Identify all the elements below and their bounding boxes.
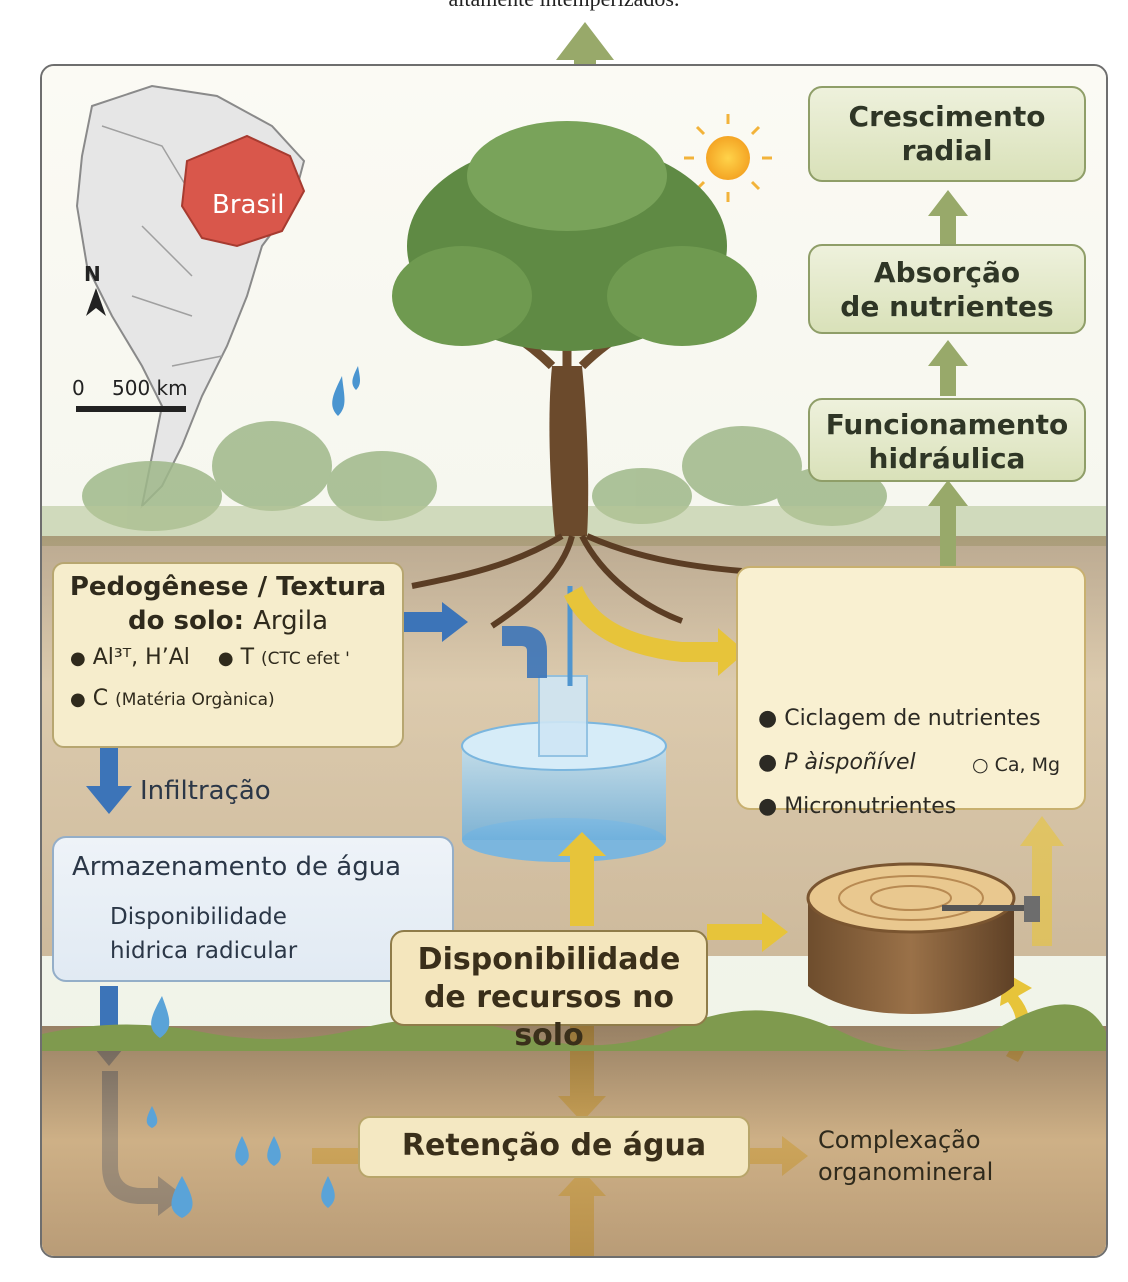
- nutrient-absorption-box: Absorção de nutrientes: [808, 244, 1086, 334]
- nutrient-item-4: ● Micronutrientes: [758, 794, 956, 819]
- item-c: C: [93, 686, 108, 711]
- pedogenesis-title-line-1: Pedogênese / Textura: [54, 570, 402, 604]
- pedogenesis-title-normal: Argila: [253, 606, 328, 636]
- diagram-panel: Brasil N 0 500 km Crescimento radial Abs…: [40, 64, 1108, 1258]
- nutrient-item-3-text: Ca, Mg: [995, 754, 1060, 776]
- nutrient-item-2: ● P àispoñível: [758, 750, 916, 775]
- water-retention-box: Retenção de água: [358, 1116, 750, 1178]
- nutrient-item-2-text: P àispoñível: [784, 750, 915, 775]
- nutrient-cycling-box: ● Ciclagem de nutrientes ● P àispoñível …: [736, 566, 1086, 810]
- complexation-line-1: Complexação: [818, 1126, 981, 1154]
- water-storage-title: Armazenamento de água: [72, 852, 401, 882]
- nutrient-item-3: ○ Ca, Mg: [972, 754, 1060, 776]
- north-label: N: [84, 262, 101, 286]
- tree-stump-illustration: [808, 864, 1040, 1014]
- infiltration-label: Infiltração: [140, 776, 271, 806]
- item-al: Al³ᵀ, H’Al: [93, 645, 190, 670]
- pedogenesis-box: Pedogênese / Textura do solo: Argila ● A…: [52, 562, 404, 748]
- nutrient-item-4-text: Micronutrientes: [784, 794, 956, 819]
- item-c-note: (Matéria Orgànica): [115, 690, 275, 710]
- complexation-line-2: organomineral: [818, 1158, 993, 1186]
- soil-resources-box: Disponibilidade de recursos no solo: [390, 930, 708, 1026]
- scale-zero-label: 0: [72, 376, 85, 400]
- pedogenesis-title-line-2: do solo: Argila: [54, 604, 402, 638]
- radial-growth-box: Crescimento radial: [808, 86, 1086, 182]
- item-t-note: (CTC efet ': [261, 649, 350, 669]
- scale-distance-label: 500 km: [112, 376, 188, 400]
- nutrient-absorption-line-2: de nutrientes: [810, 290, 1084, 324]
- soil-resources-line-1: Disponibilidade: [392, 941, 706, 979]
- scale-bar: [76, 406, 186, 412]
- radial-growth-line-2: radial: [810, 134, 1084, 168]
- item-t: T: [241, 645, 254, 670]
- radial-growth-line-1: Crescimento: [810, 100, 1084, 134]
- brasil-label: Brasil: [212, 190, 284, 220]
- pedogenesis-line-al-t: ● Al³ᵀ, H’Al ● T (CTC efet ': [54, 638, 402, 679]
- water-retention-label: Retenção de água: [402, 1128, 706, 1163]
- water-storage-item-1: Disponibilidade: [110, 904, 287, 930]
- pedogenesis-line-c: ● C (Matéria Orgànica): [54, 679, 402, 720]
- water-storage-item-2: hidrica radicular: [110, 938, 297, 964]
- soil-resources-line-2: de recursos no solo: [392, 979, 706, 1055]
- pedogenesis-title-bold: do solo:: [128, 606, 244, 636]
- nutrient-item-1-text: Ciclagem de nutrientes: [784, 706, 1040, 731]
- hydraulic-function-line-2: hidráulica: [810, 442, 1084, 476]
- nutrient-item-1: ● Ciclagem de nutrientes: [758, 706, 1041, 731]
- hydraulic-function-box: Funcionamento hidráulica: [808, 398, 1086, 482]
- hydraulic-function-line-1: Funcionamento: [810, 408, 1084, 442]
- nutrient-absorption-line-1: Absorção: [810, 256, 1084, 290]
